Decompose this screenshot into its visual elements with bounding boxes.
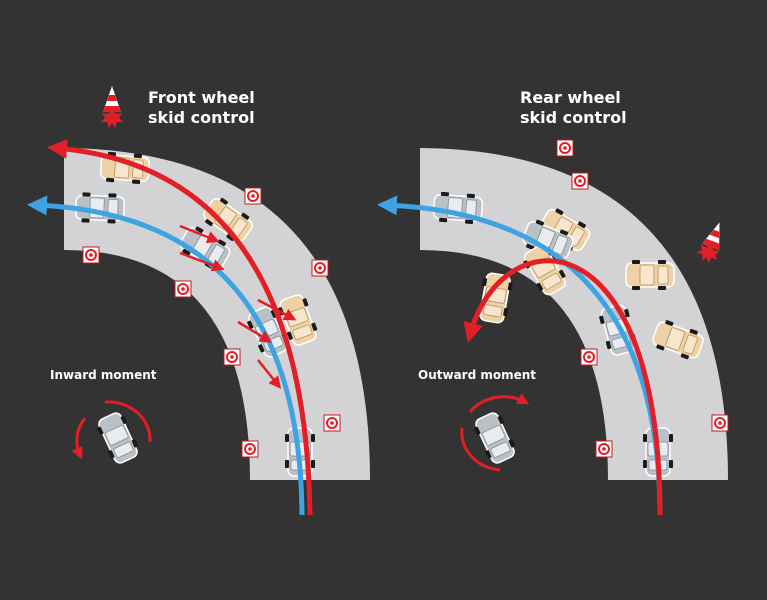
car-icon (625, 259, 675, 291)
rotation-arrow-icon (468, 393, 530, 413)
red-trajectory-arrow (47, 138, 313, 516)
right-title-line2: skid control (520, 108, 627, 127)
rotation-arrow-icon (104, 400, 152, 443)
cone-marker-icon (571, 172, 589, 190)
cone-marker-icon (595, 440, 613, 458)
force-arrow (237, 320, 273, 343)
cone-marker-icon (241, 440, 259, 458)
right-title-line1: Rear wheel (520, 88, 621, 107)
traffic-cone-icon (694, 218, 730, 266)
right-panel-title: Rear wheel skid control (520, 88, 627, 128)
car-icon (93, 409, 143, 467)
car-icon (475, 271, 515, 325)
left-road (64, 148, 370, 480)
blue-trajectory-arrow (27, 195, 305, 516)
left-moment-label: Inward moment (50, 368, 157, 382)
cone-marker-icon (223, 348, 241, 366)
cone-marker-icon (174, 280, 192, 298)
rotation-arrow-icon (460, 427, 501, 472)
cone-marker-icon (711, 414, 729, 432)
force-arrow (179, 251, 225, 272)
cone-marker-icon (556, 139, 574, 157)
left-panel-title: Front wheel skid control (148, 88, 255, 128)
force-arrow (179, 224, 220, 244)
cone-marker-icon (323, 414, 341, 432)
traffic-cone-icon (101, 86, 123, 128)
force-arrow (257, 298, 297, 321)
cone-marker-icon (244, 187, 262, 205)
cone-marker-icon (82, 246, 100, 264)
red-trajectory-arrow (463, 258, 663, 516)
cone-marker-icon (580, 348, 598, 366)
rotation-arrow-icon (71, 417, 87, 460)
right-moment-label: Outward moment (418, 368, 537, 382)
cone-marker-icon (311, 259, 329, 277)
car-icon (470, 409, 520, 467)
force-arrow (257, 359, 282, 389)
left-title-line1: Front wheel (148, 88, 255, 107)
left-title-line2: skid control (148, 108, 255, 127)
